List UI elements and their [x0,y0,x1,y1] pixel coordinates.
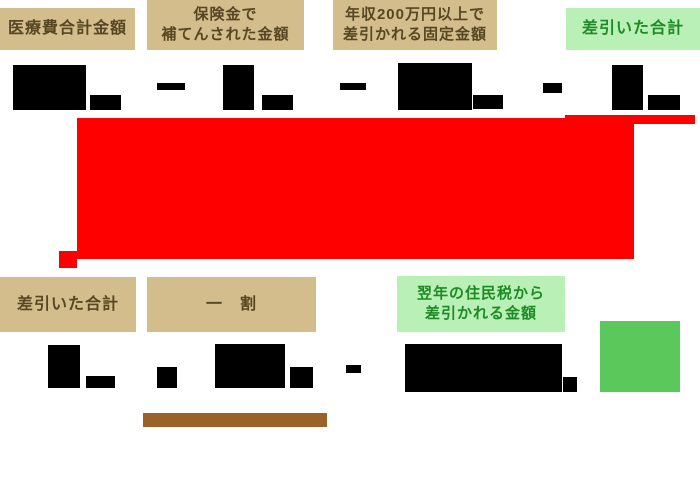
redacted-amount-4 [612,65,643,110]
brown-underline [143,413,327,427]
label-insurance-compensated-amount: 保険金で 補てんされた金額 [147,0,304,50]
minus-operator-2 [340,83,366,90]
redacted-unit-3 [473,95,503,109]
redacted-amount-6 [215,344,285,388]
label-total-medical-expenses: 医療費合計金額 [0,8,135,50]
redacted-amount-3 [398,63,472,110]
redacted-amount-5 [48,345,80,388]
label-net-total: 差引いた合計 [566,8,700,50]
redacted-unit-6 [290,367,313,388]
equals-operator-2 [346,365,361,373]
label-resident-tax-deduction: 翌年の住民税から 差引かれる金額 [397,276,565,332]
redacted-result-amount [405,344,562,392]
redacted-amount-2 [223,65,254,110]
redacted-unit-4 [648,95,680,110]
redacted-unit-2 [262,95,293,110]
equals-operator-1 [543,83,562,93]
redacted-unit-1 [90,95,121,110]
redacted-unit-5 [86,376,115,388]
label-one-tenth: 一 割 [147,277,316,332]
minus-operator-1 [157,83,185,90]
multiply-operator [157,367,177,388]
green-highlight-box [600,321,680,392]
red-highlight-tail [59,251,77,268]
label-fixed-deduction-over-2m-income: 年収200万円以上で 差引かれる固定金額 [333,0,497,50]
label-net-total-2: 差引いた合計 [0,277,136,332]
red-highlight-overlay [77,118,634,259]
redacted-amount-1 [13,65,86,110]
redacted-period-mark [563,377,577,392]
